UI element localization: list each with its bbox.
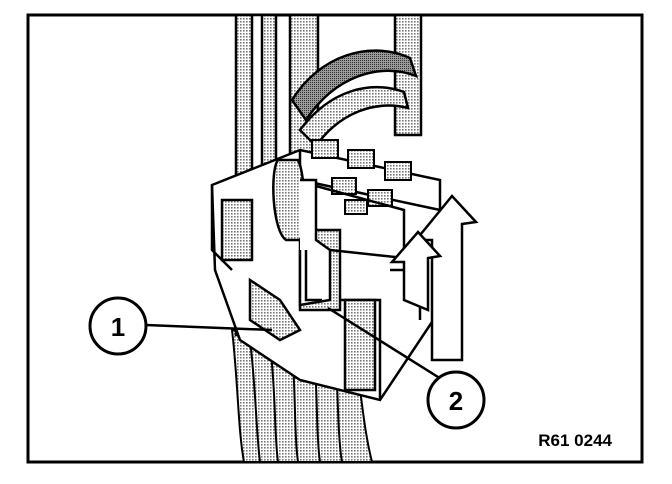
locking-bracket: [272, 158, 406, 307]
release-lever: [248, 277, 302, 342]
arrow-up-large: [413, 194, 479, 362]
callout-circle-1: [88, 296, 148, 356]
callout-label-1: 1: [111, 312, 125, 342]
direction-arrows: [389, 194, 479, 362]
arrow-up-small: [389, 230, 443, 312]
leader-line-2: [327, 306, 447, 384]
pin-sockets: [311, 139, 412, 215]
callout-label-2: 2: [449, 386, 463, 416]
reference-code: R61 0244: [538, 431, 612, 450]
callout-1: 1: [88, 296, 148, 356]
callout-2: 2: [426, 370, 486, 430]
leader-line-1: [145, 323, 273, 332]
ribbon-cable: [290, 49, 419, 148]
callout-circle-2: [426, 370, 486, 430]
callout-leaders: [145, 306, 447, 384]
